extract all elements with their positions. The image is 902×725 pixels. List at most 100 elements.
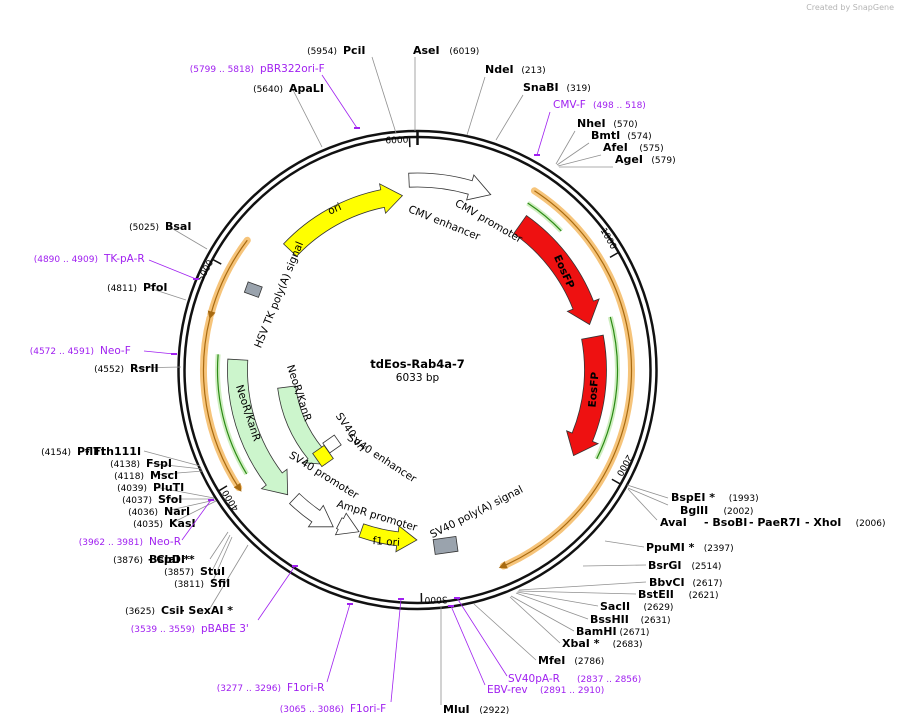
enzyme-rsrii[interactable]: RsrII	[130, 362, 159, 375]
primer-position: (2837 .. 2856)	[577, 675, 641, 685]
enzyme-sacii[interactable]: SacII	[600, 600, 630, 613]
enzyme-tth111i[interactable]: - Tth111I	[85, 445, 141, 458]
sv40-promoter-arrow	[288, 492, 334, 528]
enzyme-msci[interactable]: MscI	[150, 469, 178, 482]
primer-leader-line	[181, 499, 212, 541]
enzyme-leader-line	[627, 487, 669, 506]
enzyme-bsrgi[interactable]: BsrGI	[648, 559, 681, 572]
enzyme-bspdi[interactable]: BspDI *	[149, 553, 195, 566]
enzyme-position: (2002)	[724, 507, 754, 517]
enzyme-stui[interactable]: StuI	[200, 565, 225, 578]
enzyme-leader-line	[209, 531, 229, 560]
enzyme-position: (319)	[567, 84, 591, 94]
enzyme-kasi[interactable]: KasI	[169, 517, 196, 530]
primer-leader-line	[450, 605, 486, 686]
enzyme-mfei[interactable]: MfeI	[538, 654, 565, 667]
enzyme-csii[interactable]: CsiI	[161, 604, 183, 617]
tick-label: 6000	[385, 136, 409, 147]
enzyme-leader-line	[495, 94, 524, 141]
enzyme-avai[interactable]: AvaI	[660, 516, 687, 529]
primer-position: (3065 .. 3086)	[280, 705, 344, 715]
primer-leader-line	[148, 259, 197, 280]
primer-tk-pa-r[interactable]: TK-pA-R	[103, 253, 145, 265]
enzyme-apali[interactable]: ApaLI	[289, 82, 324, 95]
enzyme-leader-line	[473, 603, 537, 661]
enzyme-leader-line	[509, 596, 561, 644]
enzyme-sexai[interactable]: - SexAI *	[180, 604, 233, 617]
enzyme-position: (579)	[651, 156, 675, 166]
enzyme-asei[interactable]: AseI	[413, 44, 440, 57]
primer-f1ori-f[interactable]: F1ori-F	[350, 703, 386, 715]
enzyme-clai[interactable]: - ClaI *	[148, 553, 190, 566]
orf-arc-core	[503, 190, 633, 567]
enzyme-leader-line	[208, 544, 249, 611]
enzyme-nari[interactable]: NarI	[164, 505, 190, 518]
enzyme-paer7i[interactable]: - PaeR7I	[749, 516, 800, 529]
feature-label-cmv-promoter: CMV promoter	[453, 197, 525, 246]
enzyme-bspei[interactable]: BspEI *	[671, 491, 715, 504]
enzyme-sfii[interactable]: SfiI	[210, 577, 230, 590]
enzyme-bamhi[interactable]: BamHI	[576, 625, 617, 638]
primer-leader-line	[143, 350, 175, 355]
enzyme-bsai[interactable]: BsaI	[165, 220, 191, 233]
orf-inner-arc-core	[216, 354, 248, 475]
enzyme-position: (570)	[613, 120, 637, 130]
enzyme-position: (2617)	[693, 579, 723, 589]
neor-kanr-arrow-1	[227, 358, 289, 496]
enzyme-position: (6019)	[449, 47, 479, 57]
enzyme-bglii[interactable]: BglII	[680, 504, 708, 517]
enzyme-afei[interactable]: AfeI	[603, 141, 628, 154]
hsv-tk-polya-box	[243, 281, 263, 298]
primer-pbr322ori-f[interactable]: pBR322ori-F	[260, 63, 325, 75]
primer-leader-line	[390, 598, 402, 703]
enzyme-position: (4037)	[122, 496, 152, 506]
enzyme-pluti[interactable]: PluTI	[153, 481, 184, 494]
enzyme-ppumi[interactable]: PpuMI *	[646, 541, 695, 554]
enzyme-xbai[interactable]: XbaI *	[562, 637, 600, 650]
primer-ebv-rev[interactable]: EBV-rev	[487, 684, 528, 696]
enzyme-bsteii[interactable]: BstEII	[638, 588, 674, 601]
enzyme-sfoi[interactable]: SfoI	[158, 493, 182, 506]
primer-leader-line	[326, 603, 351, 683]
orf-arcs	[200, 187, 635, 570]
primer-f1ori-r[interactable]: F1ori-R	[287, 682, 324, 694]
enzyme-position: (4552)	[94, 365, 124, 375]
eosfp-arrow-2	[565, 334, 607, 457]
primer-cmv-f[interactable]: CMV-F	[553, 99, 586, 111]
enzyme-pcii[interactable]: PciI	[343, 44, 365, 57]
enzyme-position: (2683)	[613, 640, 643, 650]
enzyme-ndei[interactable]: NdeI	[485, 63, 514, 76]
enzyme-bbvci[interactable]: BbvCI	[649, 576, 685, 589]
enzyme-fspi[interactable]: FspI	[146, 457, 172, 470]
enzyme-position: (2514)	[692, 562, 722, 572]
enzyme-position: (2631)	[641, 616, 671, 626]
primer-sv40pa-r[interactable]: SV40pA-R	[508, 673, 560, 685]
enzyme-position: (3811)	[174, 580, 204, 590]
plasmid-length: 6033 bp	[396, 372, 440, 384]
primer-neo-r[interactable]: Neo-R	[149, 536, 181, 548]
enzyme-bsshii[interactable]: BssHII	[590, 613, 629, 626]
primer-position: (3539 .. 3559)	[131, 625, 195, 635]
enzyme-position: (2671)	[620, 628, 650, 638]
enzyme-xhoi[interactable]: - XhoI	[805, 516, 841, 529]
primer-pbabe-3[interactable]: pBABE 3'	[201, 623, 249, 635]
enzyme-leader-line	[371, 56, 397, 134]
enzyme-bsobi[interactable]: - BsoBI	[704, 516, 747, 529]
enzyme-pflfi[interactable]: PflFI	[77, 445, 105, 458]
enzyme-nhei[interactable]: NheI	[577, 117, 606, 130]
enzyme-pfoi[interactable]: PfoI	[143, 281, 168, 294]
enzyme-position: (3625)	[125, 607, 155, 617]
enzyme-position: (4036)	[128, 508, 158, 518]
orf-arrowhead	[233, 482, 242, 492]
enzyme-leader-line	[517, 590, 637, 595]
enzyme-position: (4035)	[133, 520, 163, 530]
enzyme-position: (4154)	[41, 448, 71, 458]
enzyme-bmti[interactable]: BmtI	[591, 129, 620, 142]
enzyme-mlui[interactable]: MluI	[443, 703, 470, 716]
enzyme-leader-line	[151, 470, 204, 476]
enzyme-agei[interactable]: AgeI	[615, 153, 643, 166]
enzyme-position: (4118)	[114, 472, 144, 482]
enzyme-snabi[interactable]: SnaBI	[523, 81, 559, 94]
primer-neo-f[interactable]: Neo-F	[100, 345, 131, 357]
enzyme-position: (5640)	[253, 85, 283, 95]
